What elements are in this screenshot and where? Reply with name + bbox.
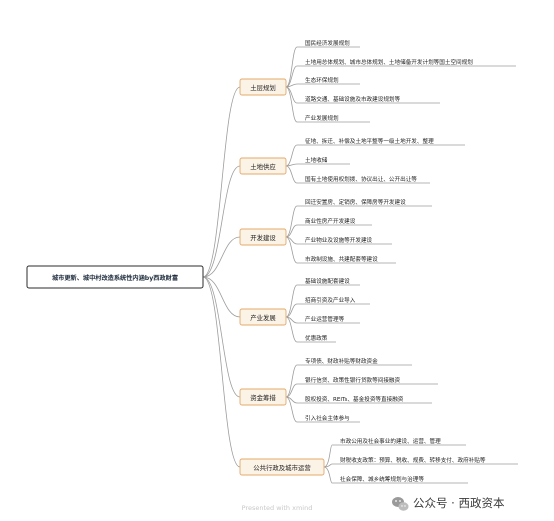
leaf-label[interactable]: 股权投资、REITs、基金投资等直接融资 [305, 395, 404, 403]
leaf-connector [323, 463, 518, 468]
leaf-label[interactable]: 市政制设施、共建配套等建设 [305, 255, 378, 263]
leaf-connector [285, 224, 372, 238]
leaf-label[interactable]: 产业运营管理等 [305, 315, 345, 323]
leaf-connector [285, 163, 350, 167]
leaf-connector [285, 83, 360, 88]
root-branch-connector [202, 165, 241, 278]
watermark: Presented with xmind [242, 504, 313, 512]
leaf-connector [285, 236, 396, 264]
leaf-label[interactable]: 财税收支政策：预算、税收、规费、转移支付、政府补贴等 [340, 456, 486, 464]
branch-node[interactable]: 土层规划 [239, 78, 287, 96]
leaf-connector [285, 303, 370, 318]
leaf-connector [285, 396, 360, 423]
root-node[interactable]: 城市更新、城中村改造系统性内涵by西政财富 [26, 265, 204, 289]
leaf-label[interactable]: 社会保障、城乡统筹规划与治理等 [340, 475, 424, 483]
root-branch-connector [202, 276, 241, 318]
leaf-connector [285, 65, 516, 88]
leaf-label[interactable]: 国有土地使用权划拨、协议出让、公开出让等 [305, 175, 417, 183]
connector-lines [202, 46, 518, 484]
branch-label: 资金筹措 [250, 393, 276, 402]
branch-node[interactable]: 开发建设 [239, 228, 287, 246]
branch-node[interactable]: 公共行政及城市运营 [239, 458, 325, 476]
branch-label: 开发建设 [250, 233, 276, 242]
leaf-label[interactable]: 回迁安置房、定销房、保障房等开发建设 [305, 198, 406, 206]
root-branch-connector [202, 276, 241, 398]
brand-badge: 公众号 · 西政资本 [392, 496, 505, 511]
leaf-label[interactable]: 商业性房产开发建设 [305, 217, 356, 225]
leaf-label[interactable]: 基础设施配套建设 [305, 277, 350, 285]
root-branch-connector [202, 236, 241, 278]
leaf-label[interactable]: 土地收储 [305, 156, 328, 164]
leaf-label[interactable]: 征地、拆迁、补偿及土地平整等一级土地开发、整理 [305, 137, 434, 145]
branch-label: 公共行政及城市运营 [253, 463, 311, 472]
leaf-connector [285, 165, 430, 184]
leaf-label[interactable]: 产业发展规划 [305, 114, 339, 122]
wechat-icon [392, 497, 409, 511]
leaf-connector [323, 466, 468, 484]
leaf-connector [285, 364, 412, 398]
leaf-connector [285, 205, 432, 238]
branch-node[interactable]: 资金筹措 [239, 388, 287, 406]
branch-label: 产业发展 [250, 313, 276, 322]
branch-node[interactable]: 土地供应 [239, 157, 287, 175]
leaf-connector [285, 284, 360, 318]
branch-label: 土层规划 [250, 83, 276, 92]
leaf-connector [285, 316, 360, 324]
leaf-label[interactable]: 产业物业及设施等开发建设 [305, 236, 373, 244]
leaf-label[interactable]: 优惠政策 [305, 334, 328, 342]
leaf-label[interactable]: 道路交通、基础设施及市政建设规划等 [305, 95, 401, 103]
branch-node[interactable]: 产业发展 [239, 308, 287, 326]
leaf-label[interactable]: 引入社会主体参与 [305, 414, 350, 422]
root-label: 城市更新、城中村改造系统性内涵by西政财富 [52, 274, 178, 282]
leaf-connector [285, 144, 465, 167]
leaf-label[interactable]: 招商引资及产业导入 [305, 296, 356, 304]
leaf-connector [285, 46, 360, 88]
leaf-connector [285, 383, 438, 398]
leaf-label[interactable]: 银行信贷、政策性银行贷款等间接融资 [305, 376, 401, 384]
leaf-connector [285, 86, 370, 123]
leaf-label[interactable]: 国民经济发展规划 [305, 39, 350, 47]
leaf-label[interactable]: 市政公用及社会事业的建设、运营、管理 [340, 437, 441, 445]
leaf-connector [285, 316, 336, 343]
leaf-connector [285, 396, 432, 404]
leaf-label[interactable]: 土地用总体规划、城市总体规划、土地储备开发计划等国土空间规划 [305, 58, 473, 66]
leaf-connector [323, 444, 466, 468]
leaf-label[interactable]: 生态环保规划 [305, 76, 339, 84]
branch-label: 土地供应 [250, 162, 276, 171]
brand-label: 公众号 · 西政资本 [413, 496, 505, 510]
root-branch-connector [202, 86, 241, 278]
root-branch-connector [202, 276, 241, 468]
leaf-label[interactable]: 专项债、财政补贴等财政资金 [305, 357, 378, 365]
